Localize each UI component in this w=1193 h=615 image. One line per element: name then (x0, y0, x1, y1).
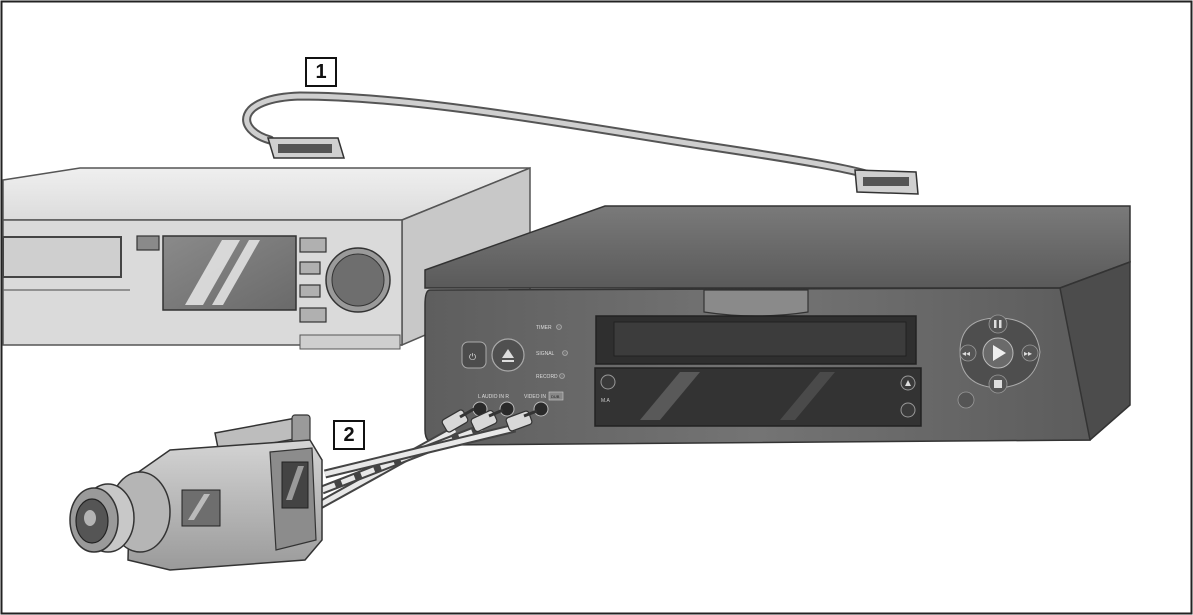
timer-led (557, 325, 562, 330)
dvd-menu-button (601, 375, 615, 389)
label-video-in: VIDEO IN (524, 394, 546, 400)
vcr-button (300, 285, 320, 297)
svg-text:◂◂: ◂◂ (962, 349, 970, 358)
dvd-tray-lid (704, 290, 808, 316)
video-in-jack (534, 402, 548, 416)
svg-text:⏻: ⏻ (469, 352, 476, 362)
label-record: RECORD (536, 374, 558, 380)
stop-icon (994, 380, 1002, 388)
vcr-button (300, 238, 326, 252)
record-button (958, 392, 974, 408)
vcr-button (300, 308, 326, 322)
label-timer: TIMER (536, 325, 552, 331)
pause-button (989, 315, 1007, 333)
dvd-eject-button (901, 403, 915, 417)
scart-plug-right (855, 170, 918, 194)
scart-plug-left (268, 138, 344, 158)
vcr-base (300, 335, 400, 349)
svg-text:M.A: M.A (601, 398, 611, 404)
vcr-power-button (137, 236, 159, 250)
record-led (560, 374, 565, 379)
callout-2: 2 (333, 420, 365, 450)
label-audio-in: L AUDIO IN R (478, 394, 509, 400)
svg-text:▸▸: ▸▸ (1024, 349, 1032, 358)
callout-1: 1 (305, 57, 337, 87)
label-signal: SIGNAL (536, 351, 555, 357)
label-dubbing: DUB (551, 394, 560, 399)
vcr-tape-slot (3, 237, 121, 277)
signal-led (563, 351, 568, 356)
dvd-recorder: M.A ⏻ TIMER SIGNAL RECORD L AUDIO IN R V… (425, 206, 1130, 445)
vcr-button (300, 262, 320, 274)
